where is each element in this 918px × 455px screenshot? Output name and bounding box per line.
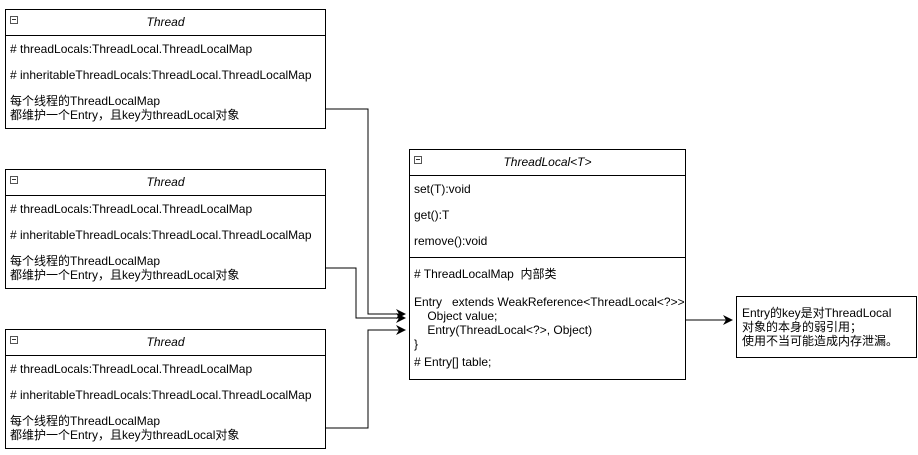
- class-header: ThreadLocal<T>: [410, 150, 685, 176]
- thread-class-box[interactable]: Thread # threadLocals:ThreadLocal.Thread…: [5, 329, 326, 449]
- field-thread-locals: # threadLocals:ThreadLocal.ThreadLocalMa…: [10, 202, 253, 216]
- class-header: Thread: [6, 330, 325, 356]
- collapse-icon[interactable]: [10, 176, 18, 184]
- note-line: 每个线程的ThreadLocalMap: [10, 94, 161, 108]
- note-line: 都维护一个Entry，且key为threadLocal对象: [10, 428, 240, 442]
- note-line: 都维护一个Entry，且key为threadLocal对象: [10, 268, 240, 282]
- annotation-line: 对象的本身的弱引用；: [742, 320, 863, 334]
- connector-thread-3: [325, 325, 406, 429]
- class-header: Thread: [6, 10, 325, 36]
- note-line: 每个线程的ThreadLocalMap: [10, 414, 161, 428]
- class-title: Thread: [146, 335, 185, 349]
- entry-line: }: [414, 337, 419, 351]
- entry-line: Entry(ThreadLocal<?>, Object): [414, 323, 593, 337]
- inner-class-header: # ThreadLocalMap 内部类: [414, 267, 557, 281]
- field-entry-table: # Entry[] table;: [414, 355, 492, 369]
- connector-thread-2: [325, 267, 406, 323]
- collapse-icon[interactable]: [10, 16, 18, 24]
- class-title: Thread: [146, 15, 185, 29]
- method-get: get():T: [414, 208, 450, 222]
- entry-line: Object value;: [414, 309, 498, 323]
- field-thread-locals: # threadLocals:ThreadLocal.ThreadLocalMa…: [10, 42, 253, 56]
- connector-thread-1: [325, 108, 406, 319]
- class-title: Thread: [146, 175, 185, 189]
- note-line: 都维护一个Entry，且key为threadLocal对象: [10, 108, 240, 122]
- thread-class-box[interactable]: Thread # threadLocals:ThreadLocal.Thread…: [5, 169, 326, 289]
- field-thread-locals: # threadLocals:ThreadLocal.ThreadLocalMa…: [10, 362, 253, 376]
- note-line: 每个线程的ThreadLocalMap: [10, 254, 161, 268]
- field-inheritable-thread-locals: # inheritableThreadLocals:ThreadLocal.Th…: [10, 68, 312, 82]
- entry-line: Entry extends WeakReference<ThreadLocal<…: [414, 295, 685, 309]
- annotation-line: Entry的key是对ThreadLocal: [742, 306, 892, 320]
- collapse-icon[interactable]: [10, 336, 18, 344]
- method-set: set(T):void: [414, 182, 471, 196]
- method-remove: remove():void: [414, 234, 488, 248]
- class-header: Thread: [6, 170, 325, 196]
- collapse-icon[interactable]: [414, 156, 422, 164]
- section-divider: [410, 257, 685, 258]
- threadlocal-class-box[interactable]: ThreadLocal<T> set(T):void get():T remov…: [409, 149, 686, 380]
- thread-class-box[interactable]: Thread # threadLocals:ThreadLocal.Thread…: [5, 9, 326, 129]
- field-inheritable-thread-locals: # inheritableThreadLocals:ThreadLocal.Th…: [10, 388, 312, 402]
- class-title: ThreadLocal<T>: [503, 155, 592, 169]
- field-inheritable-thread-locals: # inheritableThreadLocals:ThreadLocal.Th…: [10, 228, 312, 242]
- annotation-line: 使用不当可能造成内存泄漏。: [742, 334, 899, 348]
- annotation-note[interactable]: Entry的key是对ThreadLocal 对象的本身的弱引用； 使用不当可能…: [736, 296, 917, 358]
